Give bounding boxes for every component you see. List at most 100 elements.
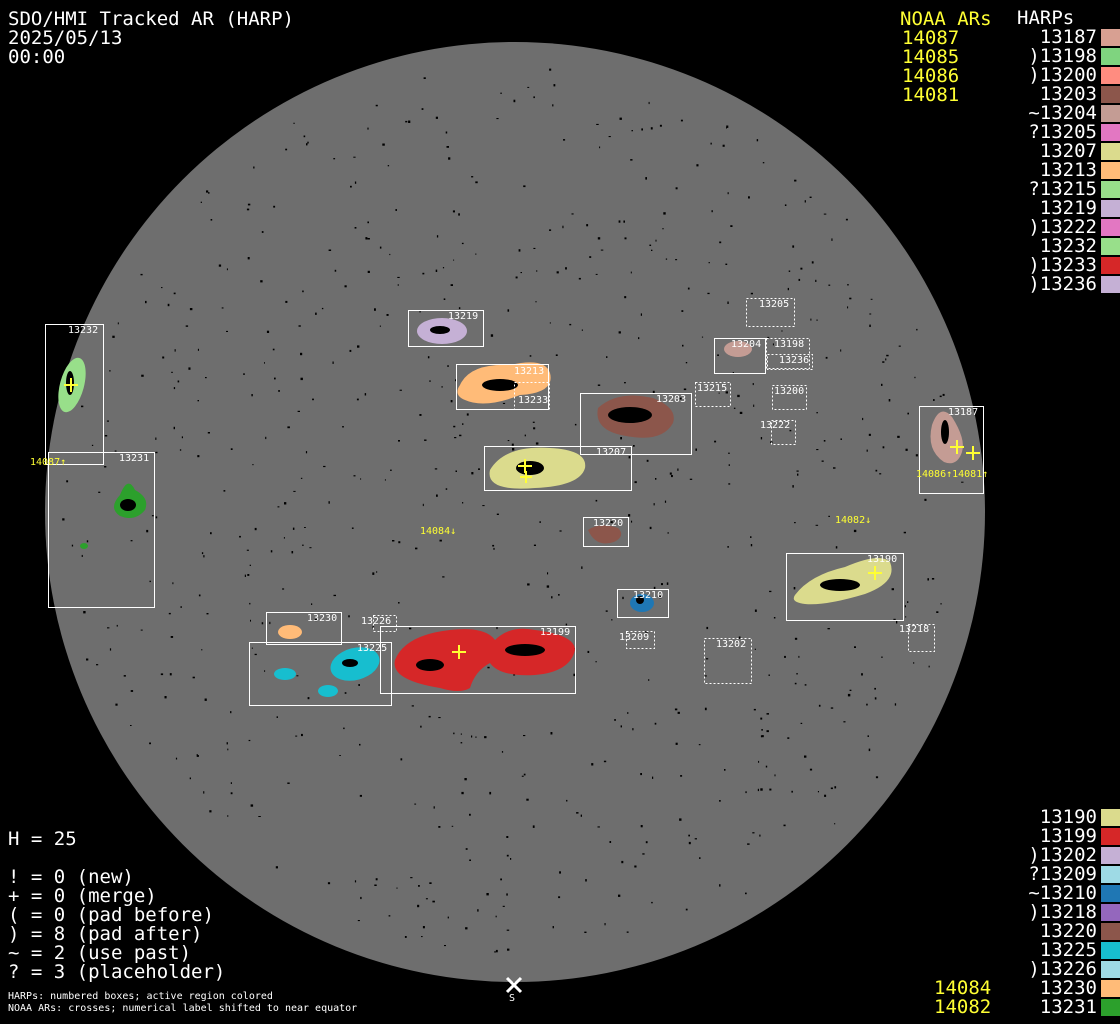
harp-label-13205: 13205	[759, 299, 790, 310]
harp-legend-label: 13199	[1039, 825, 1097, 847]
harp-legend-label: ?13209	[1028, 863, 1097, 885]
noaa-item: 14085	[902, 46, 960, 68]
box-13225	[249, 642, 392, 706]
noaa-item: 14084	[934, 977, 992, 999]
harp-legend-row: )13222	[1012, 218, 1120, 237]
harp-legend-label: 13213	[1039, 159, 1097, 181]
harp-legend-label: 13220	[1039, 920, 1097, 942]
stat-line: + = 0 (merge)	[8, 885, 157, 907]
harp-legend-row: 13225	[1012, 941, 1120, 960]
harp-legend-row: ~13204	[1012, 104, 1120, 123]
harp-color-swatch	[1101, 200, 1120, 217]
box-13190	[786, 553, 904, 621]
noaa-crosses	[64, 378, 980, 659]
box-13233	[514, 382, 550, 410]
box-13236	[767, 354, 813, 370]
time-label: 00:00	[8, 46, 66, 68]
harp-color-swatch	[1101, 885, 1120, 902]
box-13231	[48, 452, 155, 608]
box-13200	[772, 385, 807, 410]
south-label: S	[509, 993, 516, 1004]
box-13187	[919, 406, 984, 494]
harp-legend-row: 13230	[1012, 979, 1120, 998]
harp-legend-label: )13236	[1028, 273, 1097, 295]
solar-disk	[45, 42, 985, 982]
harp-color-swatch	[1101, 847, 1120, 864]
harp-legend-row: 13231	[1012, 998, 1120, 1017]
region-13225-b	[274, 668, 296, 680]
noaa-item: 14086	[902, 65, 960, 87]
region-13225-c	[318, 685, 338, 697]
harp-label-13220: 13220	[593, 518, 624, 529]
noaa-heading: NOAA ARs	[900, 8, 992, 30]
harp-legend-label: 13207	[1039, 140, 1097, 162]
harp-label-13202: 13202	[716, 639, 747, 650]
box-13199	[380, 626, 576, 694]
harp-legend-label: )13200	[1028, 64, 1097, 86]
harp-legend-row: ~13210	[1012, 884, 1120, 903]
harp-label-13200: 13200	[774, 386, 805, 397]
harp-label-13204: 13204	[731, 339, 762, 350]
harp-legend-label: 13187	[1039, 26, 1097, 48]
harp-legend-label: )13198	[1028, 45, 1097, 67]
stat-line: ~ = 2 (use past)	[8, 942, 192, 964]
harp-legend-row: 13203	[1012, 85, 1120, 104]
harp-legend-row: )13236	[1012, 275, 1120, 294]
harp-color-swatch	[1101, 999, 1120, 1016]
box-13202	[704, 638, 752, 684]
box-13232	[45, 324, 104, 465]
noaa-label-14086-14081: 14086↑14081↑	[916, 469, 989, 480]
box-13203	[580, 393, 692, 455]
harp-label-13230: 13230	[307, 613, 338, 624]
harp-label-13198: 13198	[774, 339, 805, 350]
noaa-item: 14081	[902, 84, 960, 106]
harp-legend-label: 13190	[1039, 806, 1097, 828]
box-13226	[373, 615, 397, 632]
stat-line: ? = 3 (placeholder)	[8, 961, 226, 983]
harp-legend-row: 13213	[1012, 161, 1120, 180]
region-13204	[724, 341, 752, 357]
harps-heading: HARPs	[1017, 7, 1075, 29]
harp-legend-row: ?13205	[1012, 123, 1120, 142]
harp-color-swatch	[1101, 238, 1120, 255]
harp-legend-label: ~13204	[1028, 102, 1097, 124]
harp-legend-row: 13199	[1012, 827, 1120, 846]
harp-label-13233: 13233	[518, 395, 549, 406]
harp-legend-row: )13218	[1012, 903, 1120, 922]
box-13205	[746, 298, 795, 327]
harp-legend-label: 13225	[1039, 939, 1097, 961]
harp-label-13222: 13222	[760, 420, 791, 431]
harp-color-swatch	[1101, 29, 1120, 46]
harp-legend-row: 13232	[1012, 237, 1120, 256]
noaa-item: 14087	[902, 27, 960, 49]
box-13209	[626, 631, 655, 649]
harp-label-13213: 13213	[514, 366, 545, 377]
region-13231-small	[80, 543, 88, 549]
harp-color-swatch	[1101, 86, 1120, 103]
harp-legend-row: 13219	[1012, 199, 1120, 218]
footer-legend-harps: HARPs: numbered boxes; active region col…	[8, 991, 273, 1002]
footer-legend-noaa: NOAA ARs: crosses; numerical label shift…	[8, 1003, 358, 1014]
box-13215	[695, 382, 731, 407]
harp-color-swatch	[1101, 105, 1120, 122]
harp-color-swatch	[1101, 828, 1120, 845]
harp-color-swatch	[1101, 904, 1120, 921]
sunspot-clusters	[66, 326, 949, 671]
harp-boxes-dotted	[373, 298, 935, 684]
harp-color-swatch	[1101, 276, 1120, 293]
harp-legend-label: 13230	[1039, 977, 1097, 999]
box-13230	[266, 612, 342, 645]
harp-label-13215: 13215	[697, 383, 728, 394]
harp-color-swatch	[1101, 143, 1120, 160]
box-13222	[771, 420, 796, 445]
region-13230	[278, 625, 302, 639]
harp-legend-label: )13202	[1028, 844, 1097, 866]
harp-legend-row: )13200	[1012, 66, 1120, 85]
harp-label-13203: 13203	[656, 394, 687, 405]
harp-legend-label: 13231	[1039, 996, 1097, 1018]
region-13220	[588, 525, 622, 544]
harp-label-13199: 13199	[540, 627, 571, 638]
harp-legend-row: 13187	[1012, 28, 1120, 47]
harp-color-swatch	[1101, 257, 1120, 274]
harp-color-swatch	[1101, 866, 1120, 883]
